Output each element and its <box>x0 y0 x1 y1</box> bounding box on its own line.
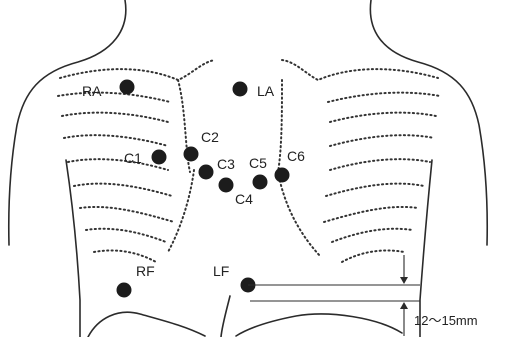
label-c6: C6 <box>287 148 305 164</box>
electrode-ra <box>120 80 135 95</box>
label-c5: C5 <box>249 155 267 171</box>
label-ra: RA <box>82 83 102 99</box>
electrode-c4 <box>219 178 234 193</box>
dimension-arrow-top <box>400 277 408 284</box>
electrode-rf <box>117 283 132 298</box>
label-rf: RF <box>136 263 155 279</box>
dimension-annotation: 12〜15mm <box>248 255 478 336</box>
dimension-label: 12〜15mm <box>414 313 478 328</box>
electrode-c5 <box>253 175 268 190</box>
label-c2: C2 <box>201 129 219 145</box>
electrode-c6 <box>275 168 290 183</box>
electrode-c2 <box>184 147 199 162</box>
label-c4: C4 <box>235 191 253 207</box>
label-la: LA <box>257 83 275 99</box>
electrode-la <box>233 82 248 97</box>
label-c3: C3 <box>217 156 235 172</box>
label-lf: LF <box>213 263 229 279</box>
electrode-c3 <box>199 165 214 180</box>
electrode-c1 <box>152 150 167 165</box>
dimension-arrow-bottom <box>400 302 408 309</box>
label-c1: C1 <box>124 150 142 166</box>
